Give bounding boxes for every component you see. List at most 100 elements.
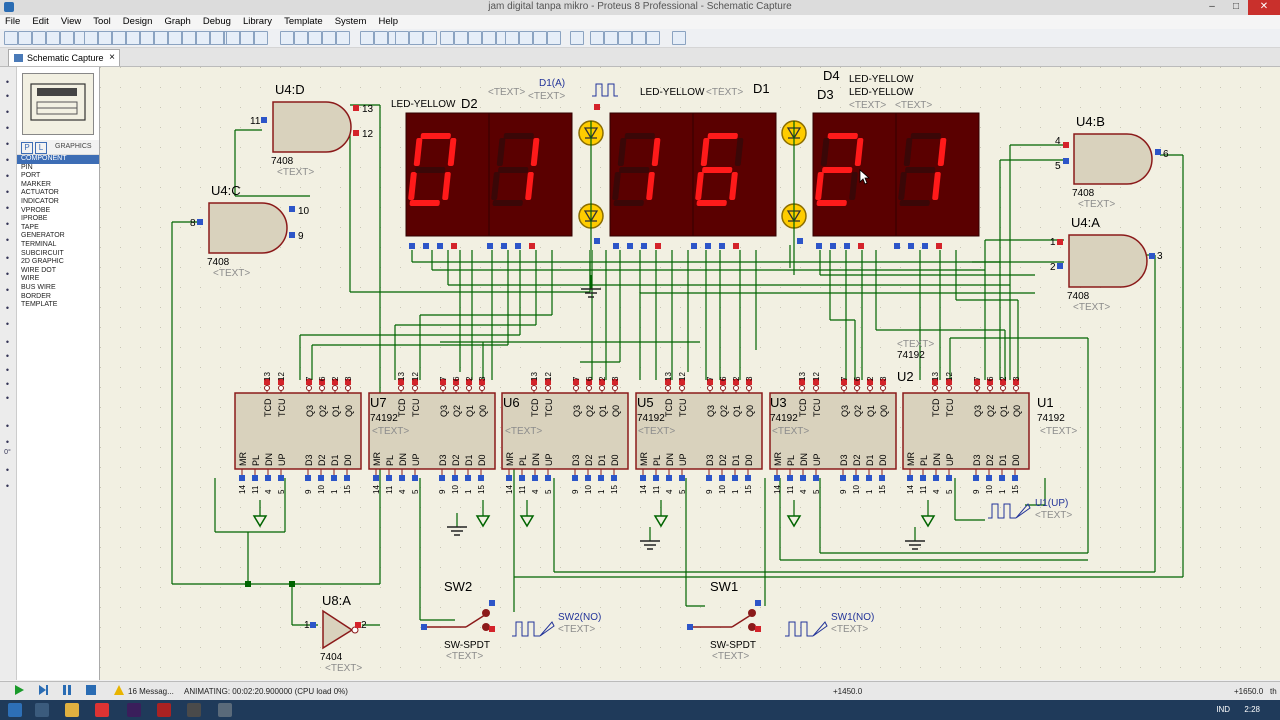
menu-graph[interactable]: Graph <box>164 16 191 27</box>
toolbar-icon-59[interactable] <box>672 31 686 45</box>
language-indicator[interactable]: IND <box>1216 705 1230 714</box>
graphics-mode-vprobe[interactable]: VPROBE <box>21 206 51 214</box>
recorder-icon[interactable] <box>157 703 171 717</box>
menu-design[interactable]: Design <box>122 16 153 27</box>
mode-tool-icon-19[interactable]: • <box>5 379 10 389</box>
toolbar-icon-27[interactable] <box>210 31 224 45</box>
mode-tool-icon-7[interactable]: • <box>5 187 10 197</box>
toolbar-icon-50[interactable] <box>519 31 533 45</box>
mode-tool-icon-22[interactable]: • <box>5 437 10 447</box>
toolbar-icon-46[interactable] <box>468 31 482 45</box>
menu-debug[interactable]: Debug <box>202 16 231 27</box>
graphics-mode-wire[interactable]: WIRE <box>21 275 40 283</box>
toolbar-icon-26[interactable] <box>196 31 210 45</box>
premiere-icon[interactable] <box>127 703 141 717</box>
graphics-mode-subcircuit[interactable]: SUBCIRCUIT <box>21 249 64 257</box>
menu-help[interactable]: Help <box>378 16 398 27</box>
mode-tool-icon-16[interactable]: • <box>5 337 10 347</box>
start-icon[interactable] <box>8 703 22 717</box>
toolbar-icon-52[interactable] <box>547 31 561 45</box>
mode-tool-icon-18[interactable]: • <box>5 365 10 375</box>
graphics-mode-terminal[interactable]: TERMINAL <box>21 240 57 248</box>
mode-tool-icon-8[interactable]: • <box>5 203 10 213</box>
mode-tool-icon-17[interactable]: • <box>5 351 10 361</box>
mode-tool-icon-13[interactable]: • <box>5 285 10 295</box>
graphics-mode-pin[interactable]: PIN <box>21 163 33 171</box>
menu-system[interactable]: System <box>334 16 367 27</box>
toolbar-icon-51[interactable] <box>533 31 547 45</box>
toolbar-icon-49[interactable] <box>505 31 519 45</box>
graphics-mode-port[interactable]: PORT <box>21 172 41 180</box>
toolbar-icon-0[interactable] <box>4 31 18 45</box>
graphics-mode-component[interactable]: COMPONENT <box>17 155 99 164</box>
graphics-mode-generator[interactable]: GENERATOR <box>21 232 65 240</box>
mode-tool-icon-5[interactable]: • <box>5 155 10 165</box>
file-explorer-icon[interactable] <box>65 703 79 717</box>
toolbar-icon-18[interactable] <box>84 31 98 45</box>
mode-tool-icon-20[interactable]: • <box>5 393 10 403</box>
mode-tool-icon-15[interactable]: • <box>5 319 10 329</box>
graphics-mode-template[interactable]: TEMPLATE <box>21 301 58 309</box>
toolbar-icon-23[interactable] <box>154 31 168 45</box>
toolbar-icon-54[interactable] <box>590 31 604 45</box>
menu-template[interactable]: Template <box>284 16 323 27</box>
toolbar-icon-43[interactable] <box>423 31 437 45</box>
play-icon[interactable] <box>14 685 24 695</box>
menu-edit[interactable]: Edit <box>32 16 49 27</box>
toolbar-icon-33[interactable] <box>280 31 294 45</box>
graphics-mode-actuator[interactable]: ACTUATOR <box>21 189 59 197</box>
toolbar-icon-47[interactable] <box>482 31 496 45</box>
graphics-mode-indicator[interactable]: INDICATOR <box>21 197 59 205</box>
proteus-taskbar-icon[interactable] <box>218 703 232 717</box>
chrome-icon[interactable] <box>95 703 109 717</box>
toolbar-icon-2[interactable] <box>32 31 46 45</box>
toolbar-icon-30[interactable] <box>226 31 240 45</box>
close-button[interactable]: ✕ <box>1248 0 1280 15</box>
overview-preview[interactable] <box>22 73 94 135</box>
minimize-button[interactable]: – <box>1209 1 1215 12</box>
stop-icon[interactable] <box>86 685 96 695</box>
mode-tool-icon-4[interactable]: • <box>5 139 10 149</box>
menu-tool[interactable]: Tool <box>93 16 111 27</box>
toolbar-icon-58[interactable] <box>646 31 660 45</box>
menu-library[interactable]: Library <box>242 16 273 27</box>
toolbar-icon-25[interactable] <box>182 31 196 45</box>
pause-icon[interactable] <box>62 685 72 695</box>
menu-view[interactable]: View <box>60 16 82 27</box>
toolbar-icon-24[interactable] <box>168 31 182 45</box>
mode-tool-icon-6[interactable]: • <box>5 171 10 181</box>
toolbar-icon-31[interactable] <box>240 31 254 45</box>
graphics-mode-border[interactable]: BORDER <box>21 292 51 300</box>
toolbar-icon-45[interactable] <box>454 31 468 45</box>
messages-count[interactable]: 16 Messag... <box>128 687 174 696</box>
graphics-mode-iprobe[interactable]: IPROBE <box>21 215 48 223</box>
maximize-button[interactable]: □ <box>1232 1 1240 12</box>
toolbar-icon-57[interactable] <box>632 31 646 45</box>
mode-tool-icon-23[interactable]: • <box>5 465 10 475</box>
mode-tool-icon-21[interactable]: • <box>5 421 10 431</box>
mode-tool-icon-12[interactable]: • <box>5 269 10 279</box>
toolbar-icon-44[interactable] <box>440 31 454 45</box>
toolbar-icon-35[interactable] <box>308 31 322 45</box>
library-manager-button[interactable]: L <box>35 142 47 154</box>
toolbar-icon-4[interactable] <box>60 31 74 45</box>
toolbar-icon-39[interactable] <box>374 31 388 45</box>
step-icon[interactable] <box>38 685 48 695</box>
graphics-mode-2d-graphic[interactable]: 2D GRAPHIC <box>21 258 64 266</box>
graphics-mode-wire-dot[interactable]: WIRE DOT <box>21 266 56 274</box>
toolbar-icon-53[interactable] <box>570 31 584 45</box>
toolbar-icon-55[interactable] <box>604 31 618 45</box>
toolbar-icon-36[interactable] <box>322 31 336 45</box>
mode-tool-icon-2[interactable]: • <box>5 107 10 117</box>
toolbar-icon-19[interactable] <box>98 31 112 45</box>
tab-schematic-capture[interactable]: Schematic Capture × <box>8 49 120 66</box>
pick-devices-button[interactable]: P <box>21 142 33 154</box>
mode-tool-icon-0[interactable]: • <box>5 77 10 87</box>
graphics-mode-bus-wire[interactable]: BUS WIRE <box>21 283 56 291</box>
toolbar-icon-34[interactable] <box>294 31 308 45</box>
mode-tool-icon-10[interactable]: • <box>5 235 10 245</box>
toolbar-icon-32[interactable] <box>254 31 268 45</box>
mode-tool-icon-1[interactable]: • <box>5 91 10 101</box>
toolbar-icon-56[interactable] <box>618 31 632 45</box>
